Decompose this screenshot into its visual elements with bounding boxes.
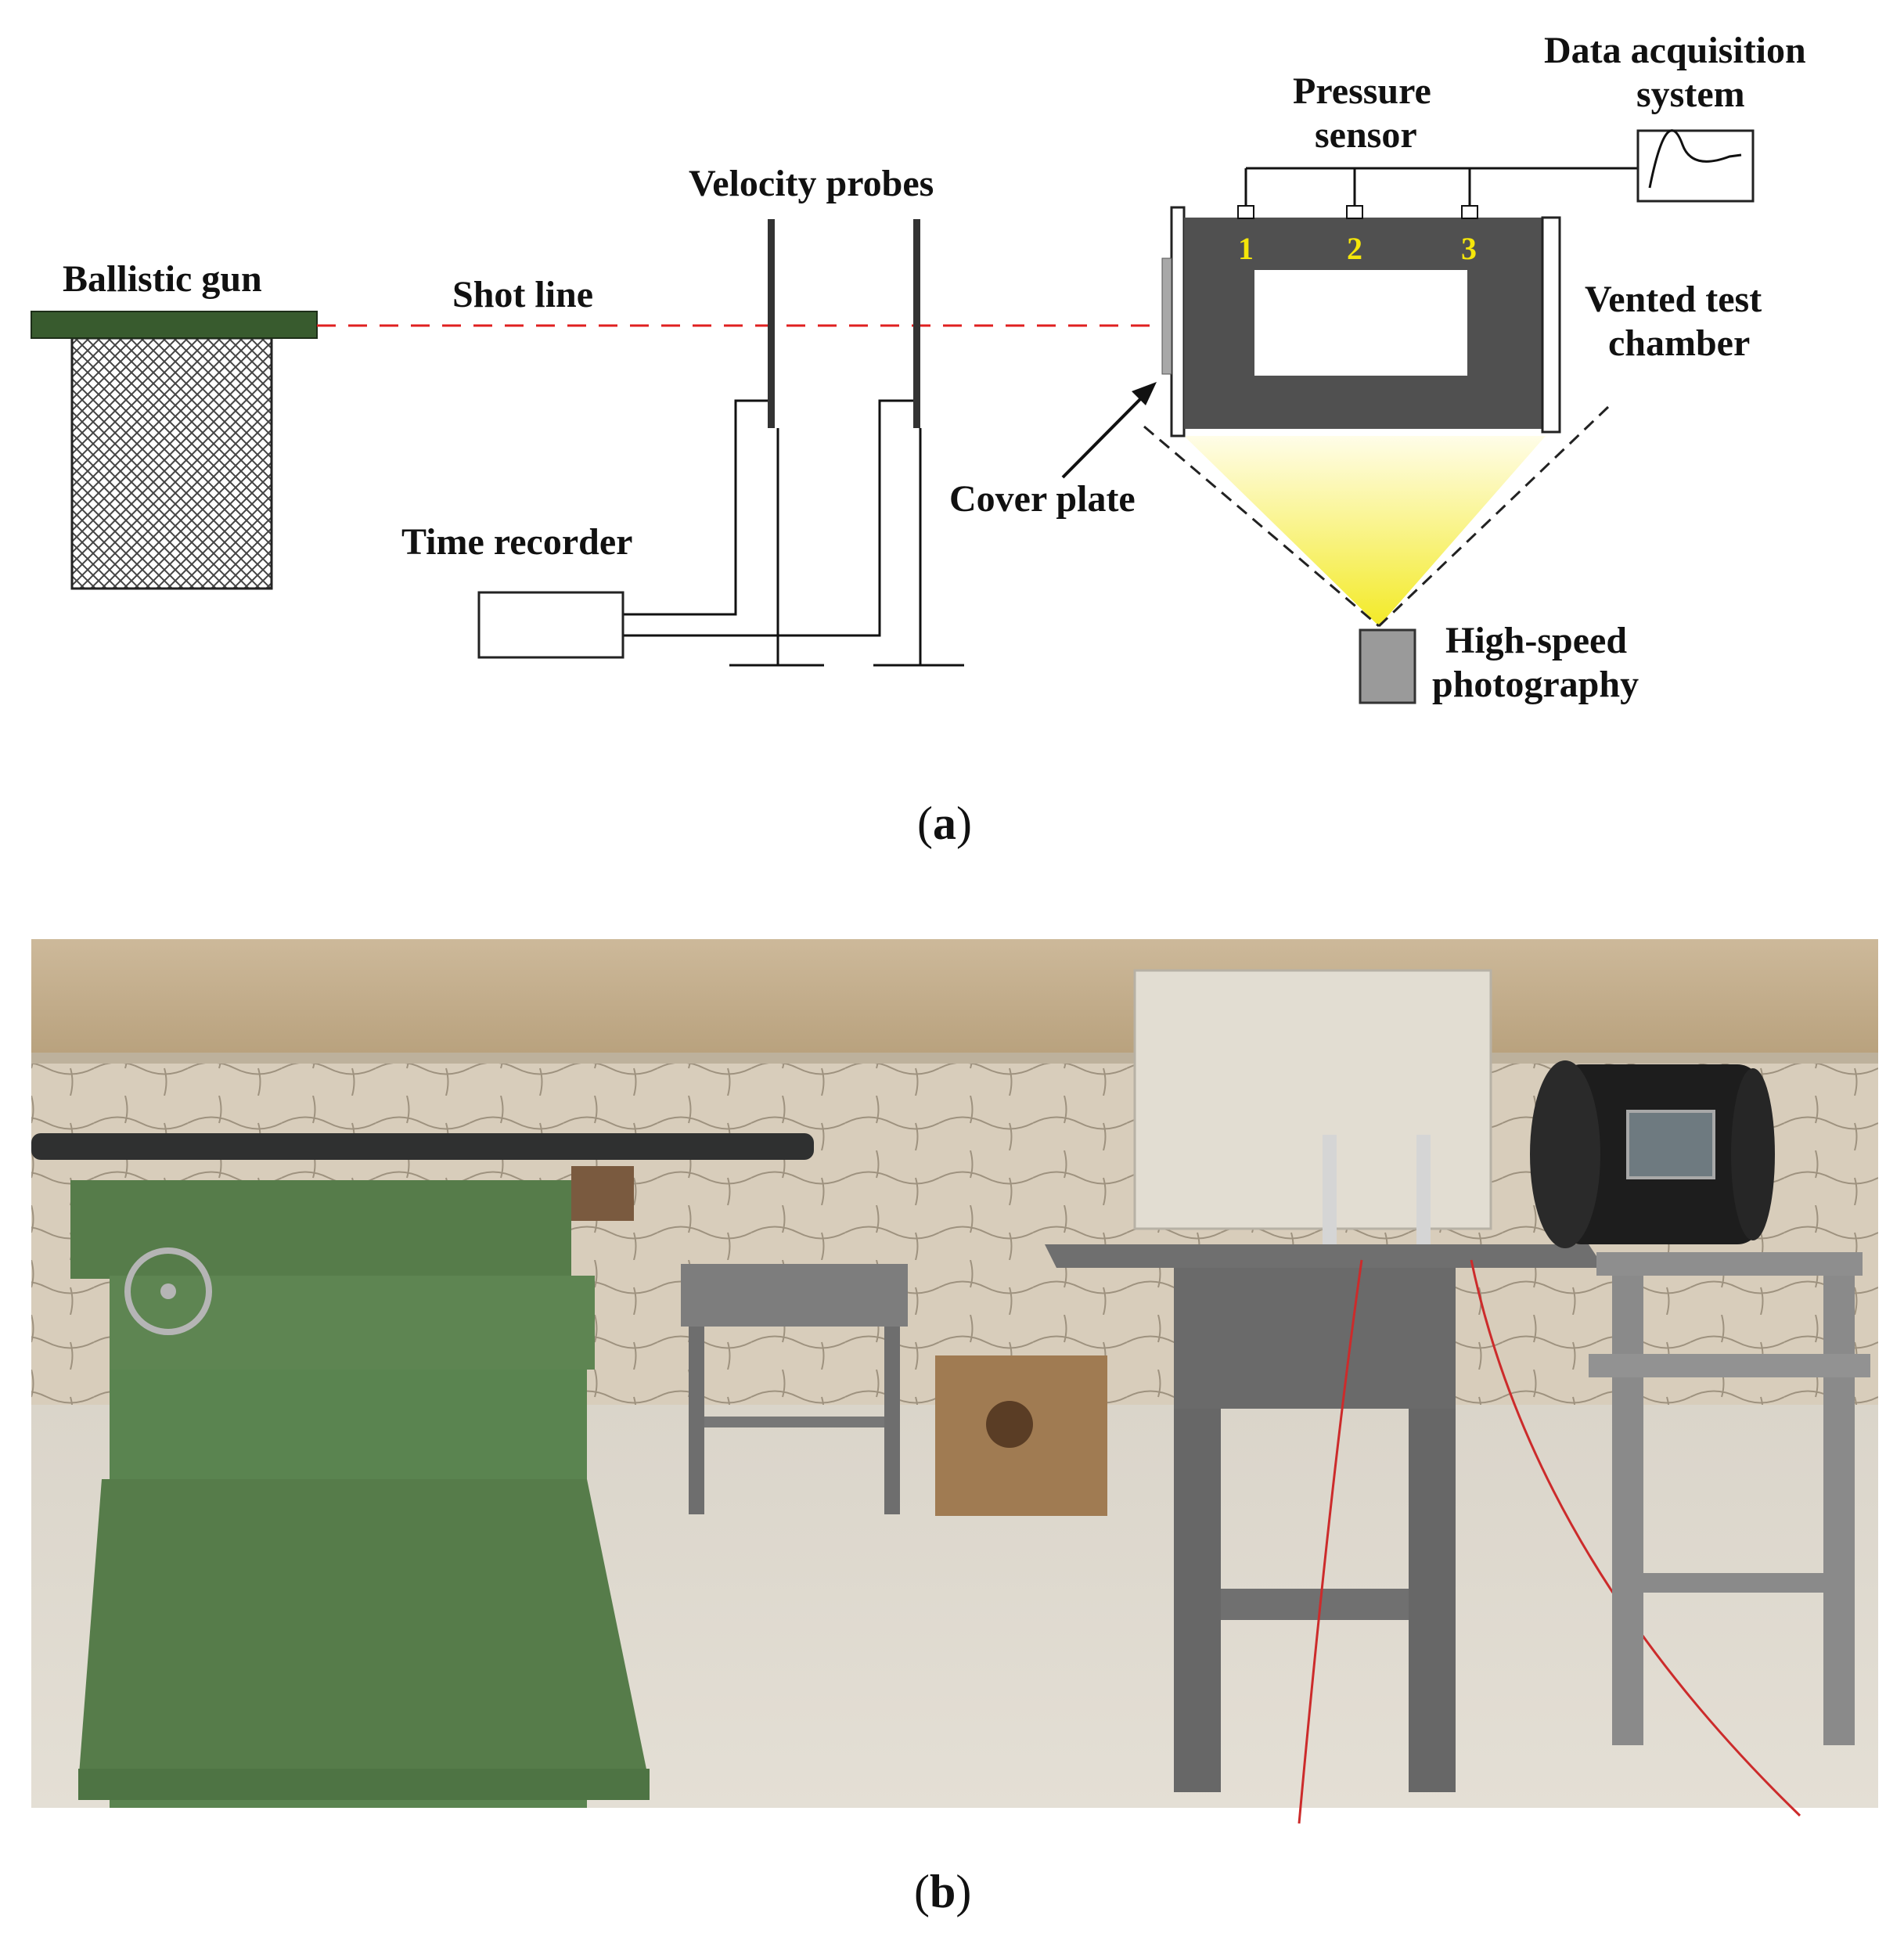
velocity-probe-photo-2 bbox=[1416, 1135, 1431, 1244]
vented-chamber-label-line2: chamber bbox=[1608, 322, 1750, 364]
velocity-probe-photo-1 bbox=[1323, 1135, 1337, 1244]
cover-plate bbox=[1161, 257, 1172, 375]
time-recorder-label: Time recorder bbox=[401, 521, 632, 563]
vented-test-chamber bbox=[1161, 206, 1561, 437]
pressure-sensor-label-line2: sensor bbox=[1315, 114, 1417, 156]
chamber-left-flange bbox=[1170, 206, 1186, 437]
handwheel-icon bbox=[124, 1247, 212, 1335]
daq-label-line1: Data acquisition bbox=[1544, 30, 1806, 71]
high-speed-camera bbox=[1359, 628, 1416, 704]
chamber-right-flange bbox=[1541, 216, 1561, 434]
sensor-number-1: 1 bbox=[1238, 231, 1254, 266]
caption-b-label: (b) bbox=[914, 1866, 972, 1917]
cover-plate-label: Cover plate bbox=[949, 478, 1136, 520]
time-recorder-box bbox=[477, 591, 624, 659]
pressure-sensor-1 bbox=[1237, 205, 1254, 219]
experimental-setup-photo bbox=[31, 939, 1878, 1824]
caption-a: (a) bbox=[917, 797, 972, 849]
high-speed-label-line2: photography bbox=[1432, 664, 1639, 705]
vented-chamber-label-line1: Vented test bbox=[1585, 279, 1762, 320]
gun-barrel-top bbox=[31, 311, 318, 339]
ballistic-gun-machine bbox=[31, 1133, 814, 1808]
pressure-sensors bbox=[1237, 167, 1638, 219]
high-speed-label-line1: High-speed bbox=[1445, 620, 1627, 661]
probe-table bbox=[1045, 1135, 1801, 1824]
vented-chamber-photo bbox=[1530, 1060, 1775, 1248]
ballistic-gun bbox=[31, 311, 318, 590]
shot-line-label: Shot line bbox=[452, 274, 593, 315]
pressure-sensor-label-line1: Pressure bbox=[1293, 70, 1431, 112]
daq-label-line2: system bbox=[1636, 74, 1745, 115]
light-cone bbox=[1184, 436, 1546, 626]
data-acquisition-system bbox=[1636, 129, 1755, 203]
white-target-board bbox=[1133, 969, 1492, 1230]
sensor-number-3: 3 bbox=[1461, 231, 1477, 266]
chamber-window-photo bbox=[1626, 1110, 1715, 1179]
velocity-probe-1 bbox=[768, 219, 775, 428]
pressure-sensor-3 bbox=[1461, 205, 1478, 219]
waveform-icon bbox=[1648, 129, 1742, 189]
velocity-probes-label: Velocity probes bbox=[689, 163, 934, 204]
chamber-table bbox=[1589, 1252, 1870, 1745]
small-stand bbox=[681, 1264, 908, 1514]
arrow-head-icon bbox=[1132, 382, 1157, 405]
pressure-sensor-2 bbox=[1346, 205, 1363, 219]
cover-plate-arrow bbox=[1061, 394, 1146, 479]
chamber-window bbox=[1254, 270, 1467, 376]
ballistic-gun-label: Ballistic gun bbox=[63, 258, 262, 300]
daq-monitor bbox=[1636, 129, 1755, 203]
velocity-probe-2 bbox=[913, 219, 920, 428]
velocity-probes bbox=[622, 219, 964, 667]
gun-base-hatched bbox=[70, 337, 273, 590]
schematic-diagram: Ballistic gun Shot line Velocity probes … bbox=[31, 30, 1806, 849]
sensor-number-2: 2 bbox=[1347, 231, 1362, 266]
